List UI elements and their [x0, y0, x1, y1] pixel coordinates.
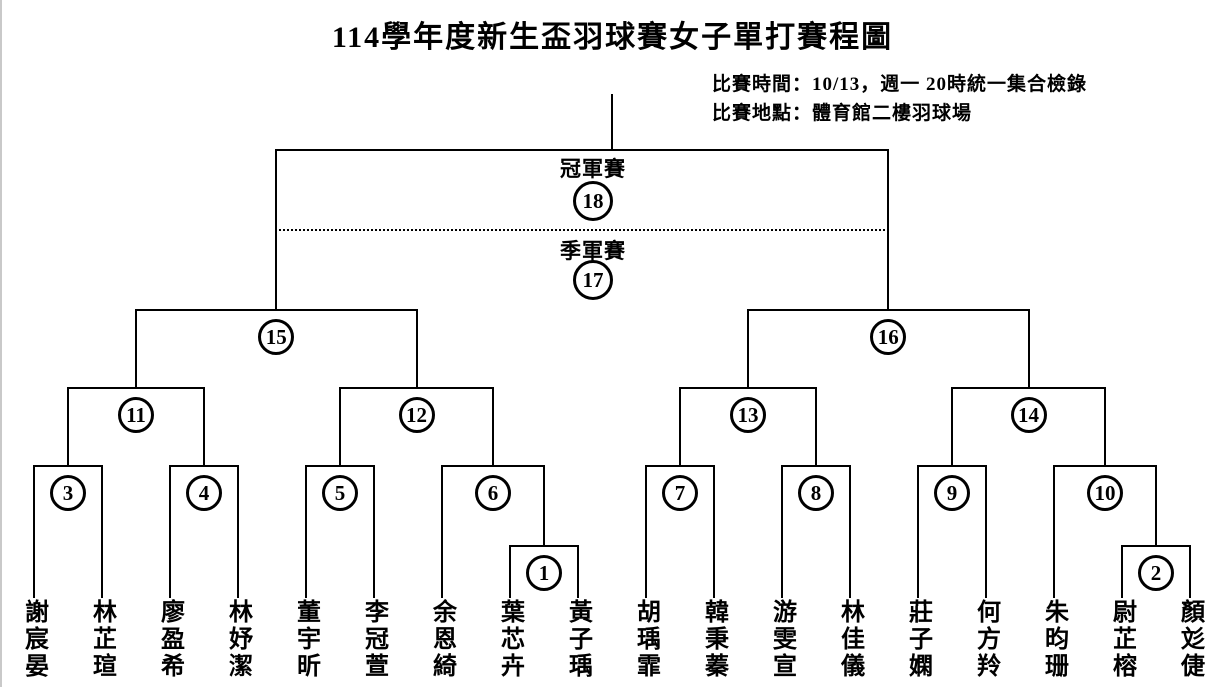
bracket-vline [169, 465, 171, 598]
match-number-circle: 3 [50, 475, 86, 511]
bracket-vline [815, 387, 817, 467]
info-line-time: 比賽時間：10/13，週一 20時統一集合檢錄 [712, 74, 1088, 95]
bracket-hline [339, 387, 494, 389]
match-number-circle: 15 [258, 319, 295, 355]
third-place-divider [275, 229, 890, 231]
bracket-vline [33, 465, 35, 598]
player-name: 尉芷榕 [1108, 599, 1135, 680]
bracket-vline [747, 309, 749, 389]
bracket-vline [577, 545, 579, 598]
bracket-hline [1121, 545, 1191, 547]
player-name: 廖盈希 [156, 599, 183, 680]
match-number-circle: 2 [1138, 555, 1174, 591]
bracket-hline [33, 465, 103, 467]
third-place-match-circle: 17 [573, 260, 613, 300]
bracket-hline [679, 387, 817, 389]
bracket-hline [305, 465, 375, 467]
bracket-vline [679, 387, 681, 467]
player-name: 李冠萱 [360, 599, 387, 680]
bracket-vline [1189, 545, 1191, 598]
bracket-hline [1053, 465, 1157, 467]
match-number-circle: 16 [870, 319, 907, 355]
bracket-hline [509, 545, 579, 547]
bracket-vline [1104, 387, 1106, 467]
bracket-hline [781, 465, 851, 467]
scan-edge-artifact [0, 0, 2, 687]
bracket-vline [917, 465, 919, 598]
player-name: 何方羚 [972, 599, 999, 680]
match-info: 比賽時間：10/13，週一 20時統一集合檢錄 比賽地點：體育館二樓羽球場 [712, 70, 1087, 128]
bracket-vline [1155, 465, 1157, 547]
bracket-vline [492, 387, 494, 467]
bracket-vline [1053, 465, 1055, 598]
match-number-circle: 6 [475, 475, 511, 511]
player-name: 游雯宣 [768, 599, 795, 680]
bracket-vline [985, 465, 987, 598]
bracket-hline [169, 465, 239, 467]
page-title: 114學年度新生盃羽球賽女子單打賽程圖 [331, 21, 894, 54]
bracket-hline [441, 465, 545, 467]
match-number-circle: 9 [934, 475, 970, 511]
bracket-vline [203, 387, 205, 467]
bracket-vline [67, 387, 69, 467]
bracket-hline [951, 387, 1106, 389]
champion-match-label: 冠軍賽 [560, 157, 626, 181]
player-name: 董宇昕 [292, 599, 319, 680]
match-number-circle: 10 [1087, 475, 1123, 511]
player-name: 葉芯卉 [496, 599, 523, 680]
match-number-circle: 12 [398, 397, 435, 433]
player-name: 謝宸晏 [20, 599, 47, 680]
info-line-venue: 比賽地點：體育館二樓羽球場 [712, 103, 973, 124]
match-number-circle: 8 [798, 475, 834, 511]
player-name: 韓秉蓁 [700, 599, 727, 680]
third-place-match-label: 季軍賽 [560, 239, 626, 263]
player-name: 余恩綺 [428, 599, 455, 680]
player-name: 林妤潔 [224, 599, 251, 680]
bracket-hline [747, 309, 1030, 311]
bracket-vline [441, 465, 443, 598]
bracket-vline [1027, 309, 1030, 389]
bracket-vline [415, 309, 418, 389]
final-stub-line [611, 94, 613, 151]
bracket-hline [135, 309, 418, 311]
player-name: 莊子嫻 [904, 599, 931, 680]
match-number-circle: 13 [730, 397, 766, 433]
match-number-circle: 7 [662, 475, 698, 511]
bracket-hline [645, 465, 715, 467]
bracket-vline [101, 465, 103, 598]
bracket-vline [509, 545, 511, 598]
match-number-circle: 14 [1010, 397, 1047, 433]
bracket-hline [917, 465, 987, 467]
bracket-vline [1121, 545, 1123, 598]
champion-match-circle: 18 [573, 181, 613, 221]
player-name: 黃子瑀 [564, 599, 591, 680]
player-name: 朱昀珊 [1040, 599, 1067, 680]
match-number-circle: 5 [322, 475, 358, 511]
bracket-vline [781, 465, 783, 598]
match-number-circle: 4 [186, 475, 222, 511]
bracket-vline [713, 465, 715, 598]
match-number-circle: 1 [526, 555, 562, 591]
bracket-vline [951, 387, 953, 467]
bracket-vline [237, 465, 239, 598]
player-name: 胡瑀霏 [632, 599, 659, 680]
bracket-vline [849, 465, 851, 598]
player-name: 林佳儀 [836, 599, 863, 680]
bracket-vline [373, 465, 375, 598]
bracket-hline [67, 387, 205, 389]
bracket-vline [339, 387, 341, 467]
match-number-circle: 11 [118, 397, 154, 433]
bracket-vline [135, 309, 137, 389]
bracket-hline [275, 149, 890, 151]
player-name: 顏彣倢 [1176, 599, 1203, 680]
bracket-vline [543, 465, 545, 547]
bracket-vline [645, 465, 647, 598]
bracket-vline [305, 465, 307, 598]
player-name: 林芷瑄 [88, 599, 115, 680]
